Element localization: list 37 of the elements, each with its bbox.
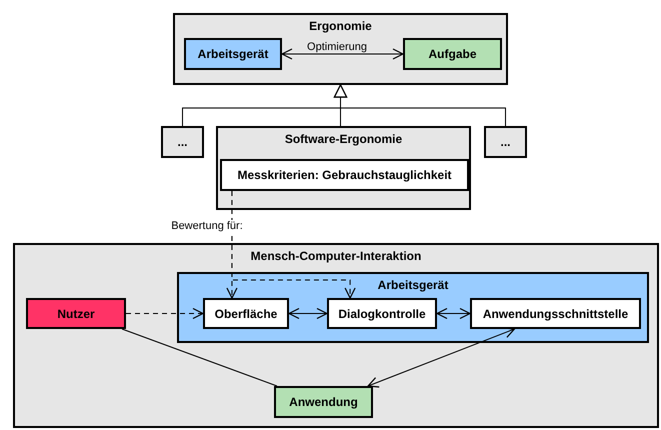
container-box (173, 13, 508, 85)
node-title: ... (177, 135, 188, 149)
arrow (436, 308, 471, 320)
process-box (203, 298, 289, 329)
arrow (231, 190, 356, 299)
container-box (216, 126, 471, 210)
process-box (274, 386, 373, 418)
node-title: Arbeitsgerät (198, 47, 268, 61)
node-title: ... (500, 135, 510, 149)
process-box (26, 298, 126, 329)
node-title: Anwendungsschnittstelle (482, 306, 628, 320)
process-box (184, 38, 282, 70)
arrow (281, 48, 404, 60)
node-title: Arbeitsgerät (378, 278, 448, 292)
container-box (13, 243, 659, 428)
container-box (177, 272, 649, 343)
node-title: Oberfläche (214, 306, 278, 320)
edge-label: Optimierung (305, 41, 369, 53)
node-title: Ergonomie (309, 19, 372, 33)
node-title: Software-Ergonomie (284, 132, 402, 146)
edge-label: Bewertung für: (169, 220, 245, 232)
process-box (220, 159, 469, 191)
node-title: Messkriterien: Gebrauchstauglichkeit (237, 168, 452, 182)
node-title: Aufgabe (428, 47, 476, 61)
arrow (126, 308, 204, 320)
process-box (403, 38, 502, 70)
arrow (288, 308, 328, 320)
node-title: Dialogkontrolle (338, 306, 426, 320)
node-title: Mensch-Computer-Interaktion (250, 249, 422, 263)
process-box (327, 298, 437, 329)
node-title: Nutzer (57, 306, 95, 320)
process-box (161, 126, 204, 158)
arrow (367, 327, 516, 388)
process-box (470, 298, 641, 329)
node-title: Anwendung (289, 395, 358, 409)
process-box (484, 126, 527, 158)
arrow (334, 84, 506, 126)
